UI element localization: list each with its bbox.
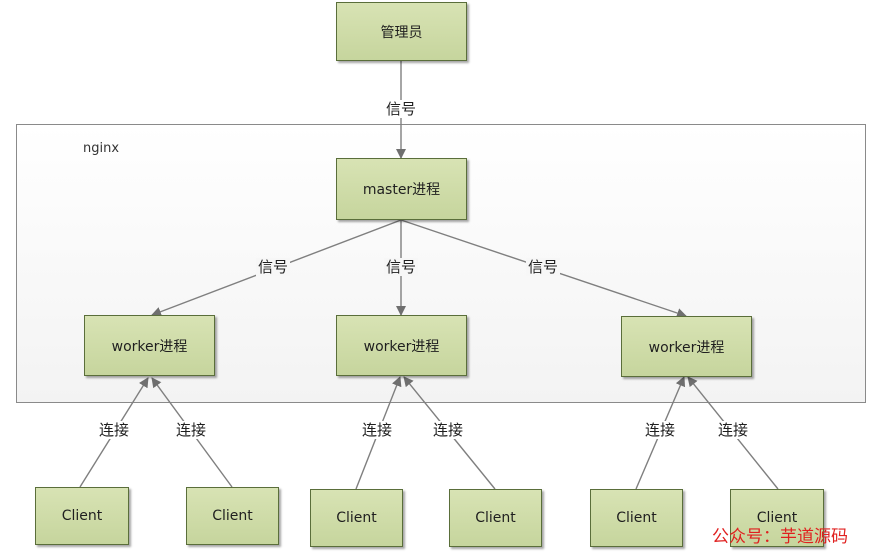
edge-label-conn4: 连接 xyxy=(430,421,466,439)
client-node-2-label: Client xyxy=(212,508,253,524)
edge-label-master-worker1: 信号 xyxy=(255,258,291,276)
client-node-6-label: Client xyxy=(756,510,798,526)
client-node-3: Client xyxy=(310,489,403,547)
edge-label-conn6: 连接 xyxy=(715,421,751,439)
worker-node-3: worker进程 xyxy=(621,316,752,377)
edge-label-conn5: 连接 xyxy=(642,421,678,439)
client-node-2: Client xyxy=(186,487,279,545)
client-node-1-label: Client xyxy=(61,508,103,524)
client-node-3-label: Client xyxy=(336,510,377,526)
client-node-5: Client xyxy=(590,489,683,547)
client-node-5-label: Client xyxy=(616,510,657,526)
worker-node-2-label: worker进程 xyxy=(363,338,440,355)
client-node-1: Client xyxy=(35,487,129,545)
client-node-4: Client xyxy=(449,489,542,547)
admin-node: 管理员 xyxy=(336,2,467,61)
edge-label-conn3: 连接 xyxy=(359,421,395,439)
worker-node-2: worker进程 xyxy=(336,315,467,376)
master-node-label: master进程 xyxy=(362,182,441,198)
client-node-4-label: Client xyxy=(475,510,516,526)
edge-label-master-worker3: 信号 xyxy=(525,258,561,276)
edge-label-master-worker2: 信号 xyxy=(383,258,419,276)
master-node: master进程 xyxy=(336,158,467,220)
admin-node-label: 管理员 xyxy=(380,24,423,41)
client-node-6: Client xyxy=(730,489,824,547)
edge-label-conn2: 连接 xyxy=(173,421,209,439)
edge-label-admin-master: 信号 xyxy=(383,100,419,118)
watermark-text: 公众号：芋道源码 xyxy=(712,527,848,547)
worker-node-1-label: worker进程 xyxy=(111,338,188,355)
nginx-container-label: nginx xyxy=(83,141,120,156)
worker-node-1: worker进程 xyxy=(84,315,215,376)
worker-node-3-label: worker进程 xyxy=(648,339,725,356)
edge-label-conn1: 连接 xyxy=(96,421,132,439)
